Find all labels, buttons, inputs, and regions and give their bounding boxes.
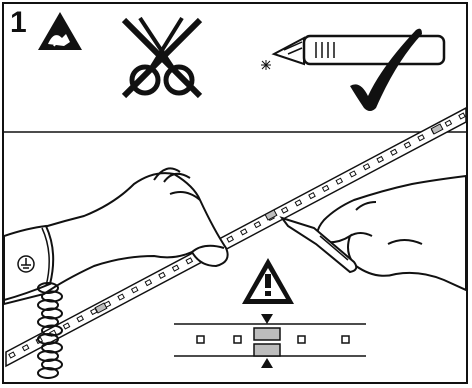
cut-detail-diagram — [174, 314, 366, 368]
right-hand — [317, 176, 466, 290]
utility-knife-icon — [261, 36, 444, 70]
scissors-crossed-icon — [124, 18, 200, 96]
esd-warning-icon — [38, 12, 82, 50]
instruction-panel: 1 — [2, 2, 468, 384]
illustration — [4, 4, 466, 382]
ground-symbol-icon — [18, 256, 34, 272]
warning-triangle-icon — [242, 258, 294, 304]
